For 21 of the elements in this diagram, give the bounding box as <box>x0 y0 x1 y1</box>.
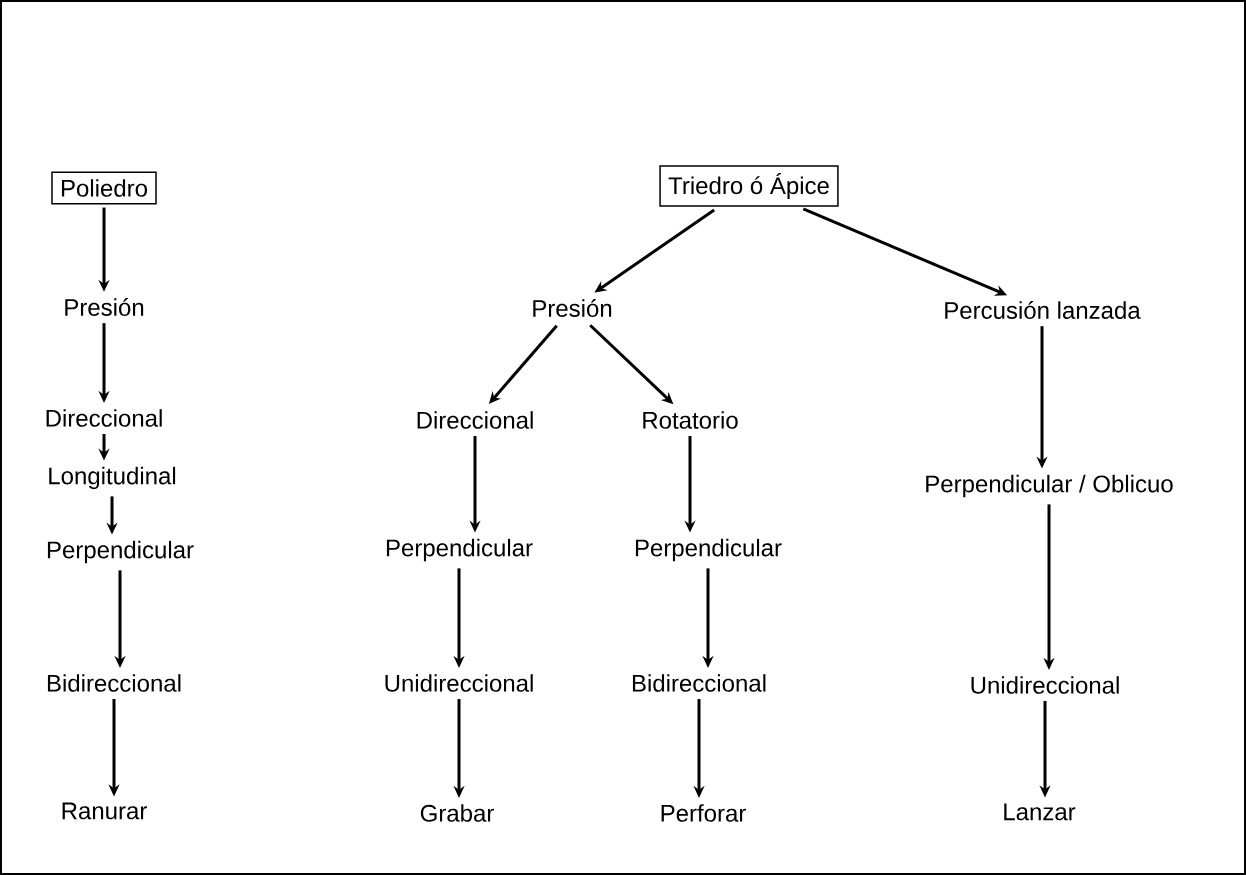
node-label: Direccional <box>46 409 162 427</box>
label-box: Triedro ó Ápice <box>659 165 839 207</box>
node-label: Perpendicular <box>386 538 533 562</box>
node-label: Rotatorio <box>643 411 738 429</box>
node-label: Percusión lanzada <box>945 301 1141 319</box>
label-box: Poliedro <box>51 171 157 205</box>
node-label: Grabar <box>420 804 494 822</box>
node-label: Unidireccional <box>971 676 1119 694</box>
node-label: Perpendicular / Oblicuo <box>926 474 1173 498</box>
node-label: Longitudinal <box>49 466 176 490</box>
node-label: Presión <box>533 299 612 317</box>
node-label: Direccional <box>417 411 533 429</box>
node-label: Bidireccional <box>47 674 181 692</box>
node-label: Perforar <box>661 804 746 822</box>
node-label: Ranurar <box>62 802 147 820</box>
node-label: Presión <box>65 298 144 316</box>
node-label: Perpendicular <box>47 540 194 564</box>
node-label: Bidireccional <box>632 674 766 692</box>
node-label: Lanzar <box>1004 803 1076 821</box>
node-label: Unidireccional <box>385 674 533 692</box>
node-label: Perpendicular <box>635 538 782 562</box>
